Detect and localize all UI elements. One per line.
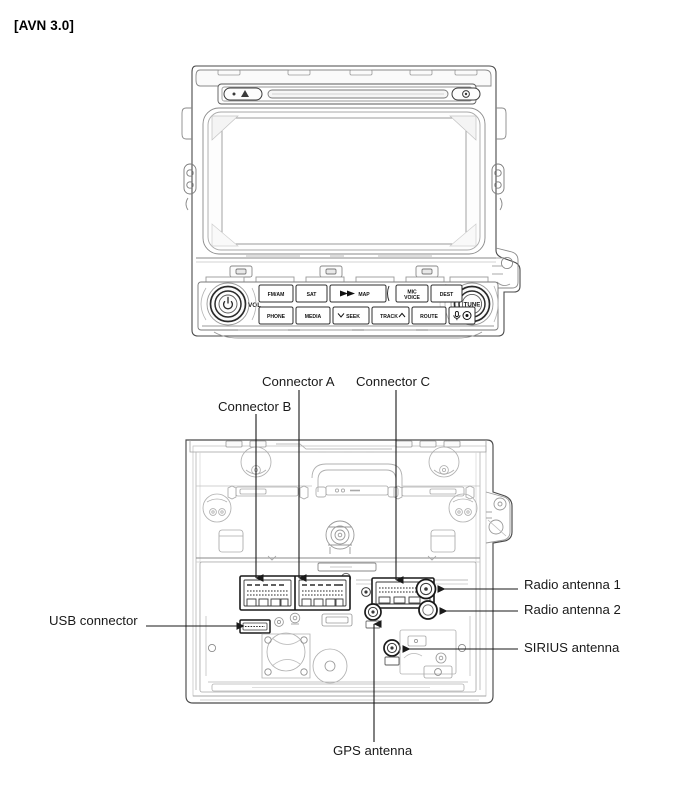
leader-lines [146, 390, 518, 742]
callout-connector-b: Connector B [218, 399, 292, 414]
sirius-antenna-jack [383, 639, 401, 666]
map-arrows-icon [340, 290, 355, 297]
button-map[interactable] [329, 284, 387, 303]
button-mic-settings[interactable] [448, 306, 476, 325]
page-title: [AVN 3.0] [14, 18, 74, 33]
button-label-phone: PHONE [267, 314, 286, 320]
button-row-bottom: PHONE MEDIA SEEK TRACK ROUTE [258, 306, 476, 325]
callout-connector-a: Connector A [262, 374, 335, 389]
display-screen [221, 117, 467, 245]
tune-knob-label: TUNE [464, 302, 481, 309]
button-media[interactable] [295, 306, 331, 325]
button-label-seek: SEEK [346, 314, 360, 320]
callout-radio-antenna-2: Radio antenna 2 [524, 602, 621, 617]
connector-block-ab [239, 575, 351, 611]
callout-connector-c: Connector C [356, 374, 431, 389]
callout-gps-antenna: GPS antenna [333, 743, 413, 758]
callout-radio-antenna-1: Radio antenna 1 [524, 577, 621, 592]
connector-a-port [298, 579, 347, 607]
gps-antenna-jack [364, 603, 382, 629]
button-sat[interactable] [295, 284, 328, 303]
chevron-down-icon [337, 313, 345, 318]
callout-sirius-antenna: SIRIUS antenna [524, 640, 620, 655]
chevron-up-icon [398, 312, 406, 318]
button-seek[interactable] [332, 306, 370, 325]
button-row-top: FM/AM SAT MAP MIC VOICE DEST [258, 284, 463, 303]
button-label-map: MAP [358, 292, 370, 298]
button-mic-voice[interactable] [395, 284, 429, 303]
button-label-dest: DEST [440, 292, 454, 298]
power-icon [222, 296, 234, 310]
microphone-icon [453, 310, 461, 321]
eject-triangle-icon [241, 90, 249, 97]
button-label-route: ROUTE [420, 314, 438, 320]
button-track[interactable] [371, 306, 410, 325]
callout-usb-connector: USB connector [49, 613, 138, 628]
button-label-track: TRACK [380, 314, 398, 320]
settings-gear-icon [462, 311, 472, 320]
button-label-mic: MIC [407, 289, 417, 295]
button-label-media: MEDIA [305, 314, 322, 320]
button-label-sat: SAT [307, 292, 318, 298]
volume-knob-label: VOL [248, 302, 261, 309]
radio-antenna-1-jack [415, 578, 437, 600]
button-label-voice: VOICE [404, 295, 420, 301]
button-route[interactable] [411, 306, 447, 325]
front-unit-drawing [181, 65, 521, 339]
rear-unit-drawing [185, 439, 513, 704]
volume-knob[interactable]: VOL [200, 282, 261, 326]
button-label-fm-am: FM/AM [268, 292, 285, 298]
connector-b-port [243, 579, 292, 607]
button-fm-am[interactable] [258, 284, 294, 303]
button-phone[interactable] [258, 306, 294, 325]
radio-antenna-2-jack [418, 600, 438, 620]
usb-connector-port [239, 619, 271, 634]
button-dest[interactable] [430, 284, 463, 303]
